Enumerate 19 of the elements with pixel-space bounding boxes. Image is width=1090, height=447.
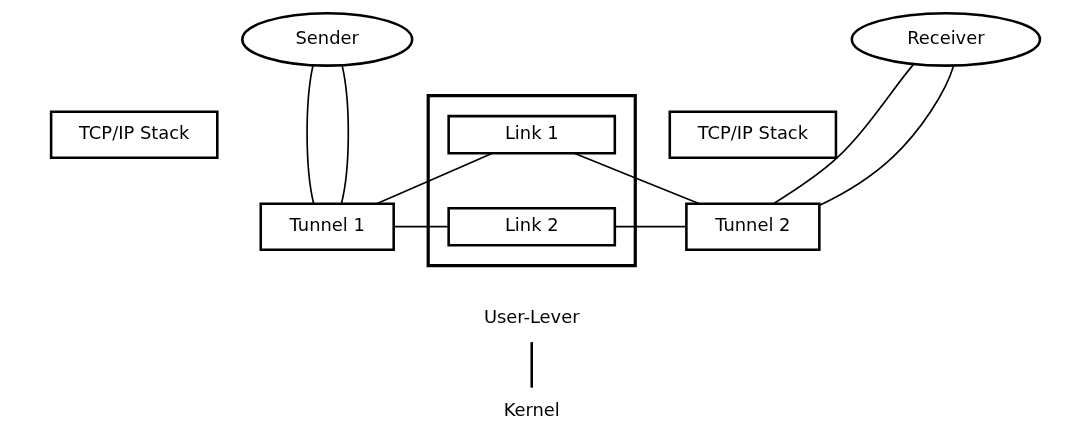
node-box: Link 2 xyxy=(446,206,616,247)
connector xyxy=(340,64,349,205)
label: Kernel xyxy=(503,398,560,420)
node-box: Tunnel 1 xyxy=(258,202,395,251)
connector xyxy=(392,225,449,228)
node-box: Tunnel 2 xyxy=(684,202,821,251)
connector xyxy=(305,64,314,205)
connector xyxy=(613,225,687,228)
node-ellipse: Receiver xyxy=(850,11,1041,67)
node-ellipse: Sender xyxy=(240,11,413,67)
cluster xyxy=(426,94,637,268)
node-box: Link 1 xyxy=(446,114,616,155)
connector xyxy=(573,152,700,205)
label: User-Lever xyxy=(483,306,580,328)
connector xyxy=(375,152,493,205)
connector xyxy=(772,63,914,205)
node-box: TCP/IP Stack xyxy=(49,110,219,159)
connector xyxy=(818,64,954,207)
node-box: TCP/IP Stack xyxy=(668,110,837,159)
